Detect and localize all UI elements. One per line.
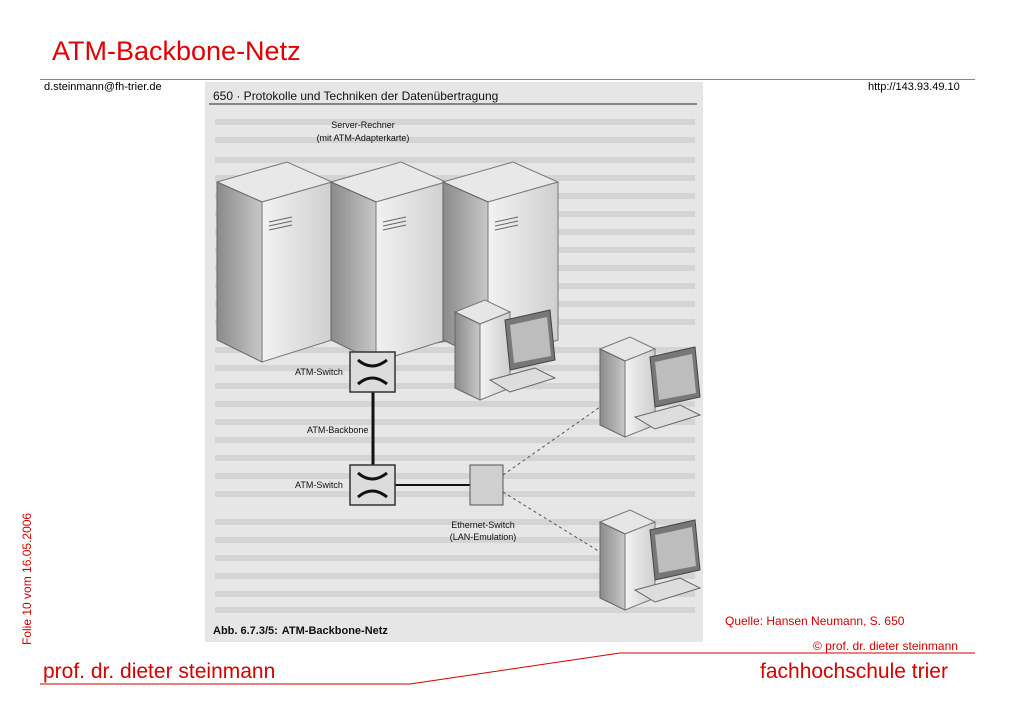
copyright-note: © prof. dr. dieter steinmann <box>813 639 958 653</box>
footer-institution: fachhochschule trier <box>760 660 948 683</box>
figure-caption: Abb. 6.7.3/5:ATM-Backbone-Netz <box>213 625 388 637</box>
footer-author: prof. dr. dieter steinmann <box>43 660 276 683</box>
workstation-icon <box>453 299 557 401</box>
author-email: d.steinmann@fh-trier.de <box>44 81 162 93</box>
header-divider <box>40 79 975 80</box>
atm-backbone-label: ATM-Backbone <box>307 425 368 435</box>
atm-switch-icon <box>349 464 396 506</box>
atm-switch-icon <box>349 351 396 393</box>
workstation-icon <box>598 336 702 438</box>
server-icon <box>329 161 448 363</box>
server-url: http://143.93.49.10 <box>868 81 960 93</box>
ethernet-switch-label-line1: Ethernet-Switch <box>451 520 515 530</box>
server-icon <box>215 161 334 363</box>
page-header: 650 · Protokolle und Techniken der Daten… <box>213 89 498 103</box>
ethernet-switch-label-line2: (LAN-Emulation) <box>450 532 517 542</box>
source-citation: Quelle: Hansen Neumann, S. 650 <box>725 614 905 628</box>
workstation-icon <box>598 509 702 611</box>
server-label-line2: (mit ATM-Adapterkarte) <box>317 133 410 143</box>
scanned-figure: 650 · Protokolle und Techniken der Daten… <box>205 82 703 642</box>
slide-title: ATM-Backbone-Netz <box>52 36 301 66</box>
server-label-line1: Server-Rechner <box>331 120 395 130</box>
atm-switch-label-bottom: ATM-Switch <box>295 480 343 490</box>
ethernet-dashed-links <box>502 406 601 553</box>
atm-switch-label-top: ATM-Switch <box>295 367 343 377</box>
ethernet-switch-icon <box>469 464 504 506</box>
